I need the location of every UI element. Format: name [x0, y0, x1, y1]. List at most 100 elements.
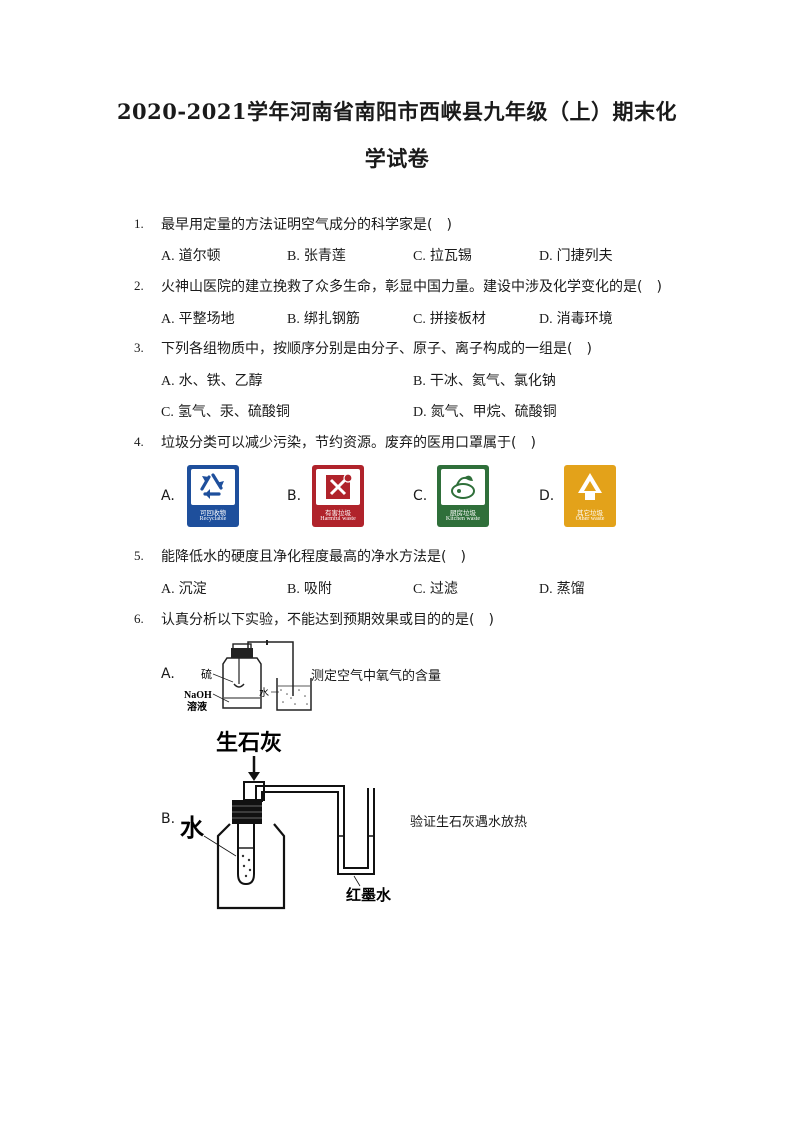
question-text: 最早用定量的方法证明空气成分的科学家是( )	[161, 217, 452, 233]
gas-bottle	[222, 657, 262, 709]
option-text: 门捷列夫	[556, 248, 613, 264]
option-a-letter[interactable]: A.	[161, 666, 175, 682]
quicklime-heat-apparatus: 生石灰 水 红墨水	[180, 730, 392, 910]
glass-tube	[247, 641, 294, 696]
option-letter: C.	[161, 405, 174, 420]
solution-label: 溶液	[187, 700, 207, 712]
page-title-line1: 2020-2021学年河南省南阳市西峡县九年级（上）期末化	[116, 99, 678, 124]
bin-label-cn: 可回收物	[200, 509, 226, 517]
option-text: 绑扎钢筋	[303, 311, 360, 327]
harmful-waste-icon	[316, 469, 360, 505]
question-number: 6.	[134, 611, 144, 626]
option-d[interactable]: D.门捷列夫	[539, 245, 613, 265]
option-text: 干冰、氦气、氯化钠	[429, 373, 556, 389]
quicklime-label: 生石灰	[216, 730, 282, 756]
bin-label-cn: 厨房垃圾	[450, 509, 476, 517]
question-text: 下列各组物质中，按顺序分别是由分子、原子、离子构成的一组是( )	[161, 341, 592, 357]
option-b-caption: 验证生石灰遇水放热	[410, 815, 528, 830]
option-text: 道尔顿	[178, 248, 221, 264]
option-a-caption: 测定空气中氧气的含量	[311, 669, 442, 684]
option-letter: C.	[413, 249, 426, 264]
option-letter: A.	[161, 312, 175, 327]
option-letter: B.	[413, 374, 426, 389]
naoh-label: NaOH	[184, 690, 212, 701]
question-number: 1.	[134, 216, 144, 231]
other-bin-sign[interactable]: 其它垃圾 Other waste	[564, 465, 616, 527]
kitchen-waste-icon	[441, 469, 485, 505]
option-d[interactable]: D.消毒环境	[539, 308, 613, 328]
option-b-letter[interactable]: B.	[161, 811, 176, 827]
rubber-stopper	[231, 648, 253, 658]
option-letter: A.	[161, 249, 175, 264]
option-a[interactable]: A.沉淀	[161, 578, 207, 598]
option-b[interactable]: B.绑扎钢筋	[287, 308, 360, 328]
beaker	[276, 678, 312, 711]
question-text: 火神山医院的建立挽救了众多生命，彰显中国力量。建设中涉及化学变化的是( )	[161, 279, 662, 295]
option-letter: B.	[287, 312, 300, 327]
option-text: 消毒环境	[556, 311, 613, 327]
option-letter: D.	[539, 312, 553, 327]
question-text: 认真分析以下实验，不能达到预期效果或目的的是( )	[161, 612, 494, 628]
question-text: 垃圾分类可以减少污染，节约资源。废弃的医用口罩属于( )	[161, 435, 536, 451]
option-a[interactable]: A.平整场地	[161, 308, 235, 328]
oxygen-measurement-apparatus: 硫 NaOH 溶液 水	[184, 640, 312, 712]
question-number: 4.	[134, 434, 144, 449]
option-d[interactable]: D.氮气、甲烷、硫酸铜	[413, 401, 557, 421]
sulfur-label: 硫	[201, 667, 212, 681]
bin-label-en: Other waste	[575, 516, 605, 522]
option-c[interactable]: C.拉瓦锡	[413, 245, 472, 265]
bin-label-en: Recyclable	[199, 516, 227, 522]
option-text: 张青莲	[303, 248, 346, 264]
option-a-letter[interactable]: A.	[161, 488, 175, 504]
option-text: 氮气、甲烷、硫酸铜	[430, 404, 557, 420]
option-d[interactable]: D.蒸馏	[539, 578, 585, 598]
option-text: 氢气、汞、硫酸铜	[177, 404, 290, 420]
question-number: 5.	[134, 548, 144, 563]
option-text: 拼接板材	[429, 311, 486, 327]
option-letter: D.	[539, 249, 553, 264]
option-letter: B.	[287, 582, 300, 597]
option-c-letter[interactable]: C.	[413, 488, 428, 504]
option-letter: A.	[161, 374, 175, 389]
option-letter: C.	[413, 582, 426, 597]
option-letter: C.	[413, 312, 426, 327]
page-title-line2: 学试卷	[364, 146, 430, 171]
option-text: 沉淀	[178, 581, 207, 597]
option-d-letter[interactable]: D.	[539, 488, 555, 504]
option-text: 蒸馏	[556, 581, 585, 597]
option-letter: A.	[161, 582, 175, 597]
option-text: 吸附	[303, 581, 332, 597]
option-b[interactable]: B.干冰、氦气、氯化钠	[413, 370, 556, 390]
kitchen-bin-sign[interactable]: 厨房垃圾 Kitchen waste	[437, 465, 489, 527]
option-letter: B.	[287, 249, 300, 264]
u-tube	[255, 785, 369, 869]
question-number: 3.	[134, 340, 144, 355]
option-c[interactable]: C.氢气、汞、硫酸铜	[161, 401, 290, 421]
option-c[interactable]: C.过滤	[413, 578, 458, 598]
option-a[interactable]: A.道尔顿	[161, 245, 221, 265]
bin-label-en: Kitchen waste	[445, 516, 481, 522]
bin-label-en: Harmful waste	[320, 516, 356, 522]
option-text: 过滤	[429, 581, 458, 597]
other-waste-icon	[568, 469, 612, 505]
option-b[interactable]: B.吸附	[287, 578, 332, 598]
recyclable-bin-sign[interactable]: 可回收物 Recyclable	[187, 465, 239, 527]
reaction-flask	[216, 823, 286, 910]
bin-label-cn: 其它垃圾	[577, 509, 603, 517]
recycle-icon	[191, 469, 235, 505]
harmful-bin-sign[interactable]: 有害垃圾 Harmful waste	[312, 465, 364, 527]
bin-label-cn: 有害垃圾	[325, 509, 351, 517]
option-text: 水、铁、乙醇	[178, 373, 263, 389]
arrow-down-icon	[248, 772, 260, 781]
option-letter: D.	[413, 405, 427, 420]
question-text: 能降低水的硬度且净化程度最高的净水方法是( )	[161, 549, 466, 565]
option-a[interactable]: A.水、铁、乙醇	[161, 370, 263, 390]
option-b[interactable]: B.张青莲	[287, 245, 346, 265]
option-text: 拉瓦锡	[429, 248, 472, 264]
red-ink-label: 红墨水	[346, 886, 392, 904]
option-c[interactable]: C.拼接板材	[413, 308, 486, 328]
option-text: 平整场地	[178, 311, 235, 327]
water-label: 水	[180, 814, 205, 842]
water-label: 水	[259, 687, 269, 699]
option-b-letter[interactable]: B.	[287, 488, 302, 504]
